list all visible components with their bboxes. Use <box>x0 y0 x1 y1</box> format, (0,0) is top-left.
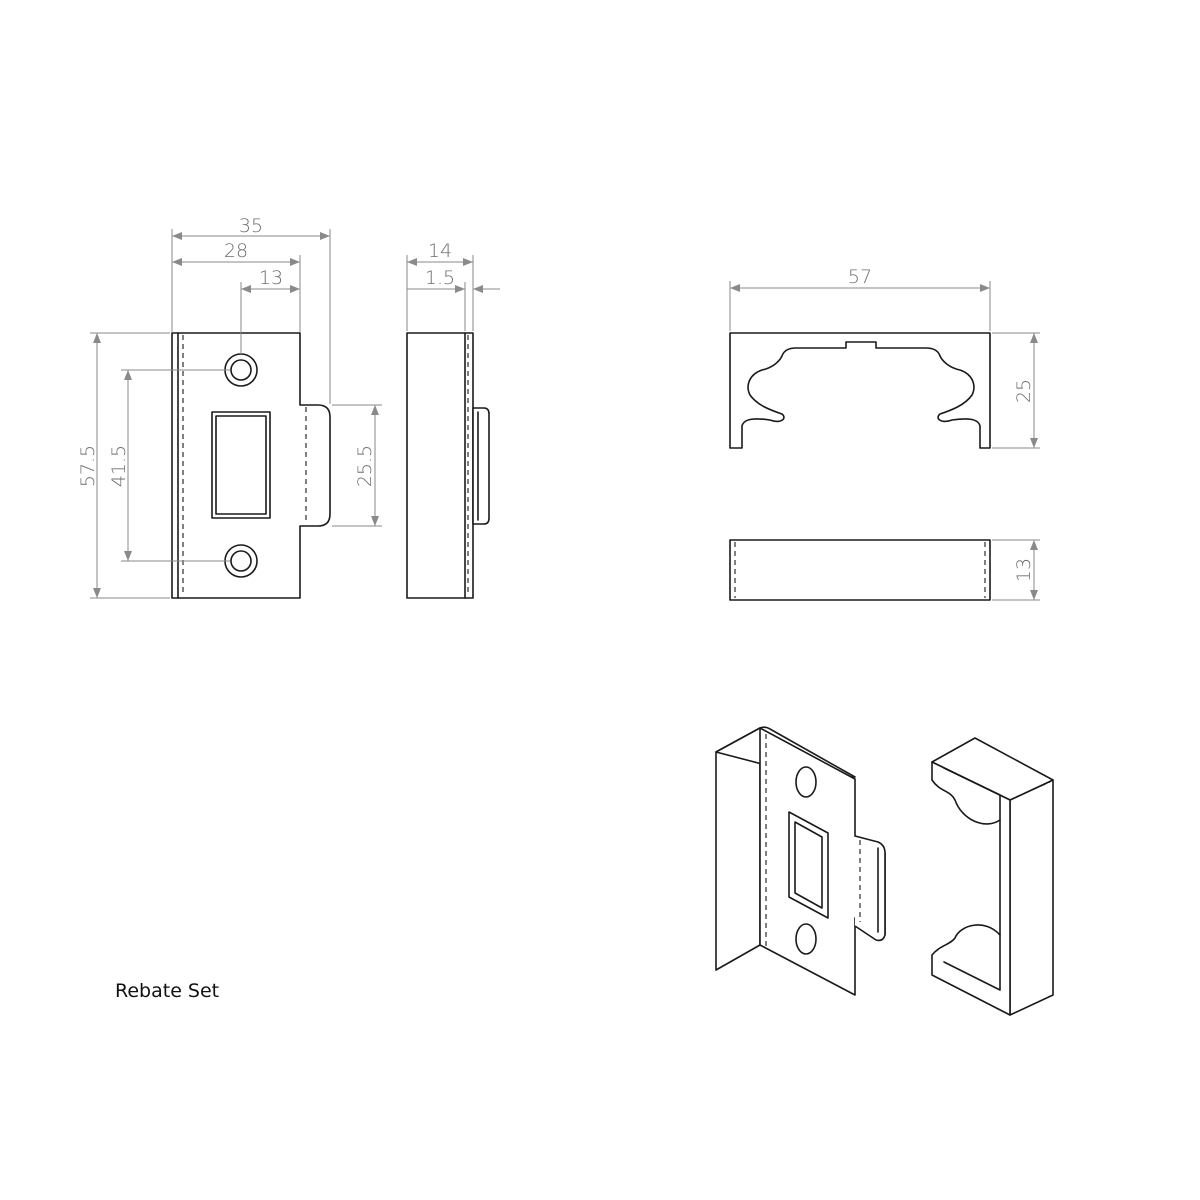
strike-plate-front-view <box>171 332 331 599</box>
dim-side-thickness: 1.5 <box>425 267 455 289</box>
strike-plate-isometric <box>715 726 886 996</box>
rebate-front-dimensions: 57 25 <box>729 266 1040 449</box>
caption: Rebate Set <box>115 980 220 1002</box>
dim-hole-offset: 13 <box>259 267 283 289</box>
dim-hole-spacing: 41.5 <box>108 445 130 487</box>
dim-side-depth: 14 <box>428 240 452 262</box>
rebate-top-dimensions: 13 <box>992 539 1040 601</box>
strike-plate-side-view <box>406 332 490 599</box>
front-view-dimensions: 35 28 13 57.5 41.5 25.5 <box>77 215 382 599</box>
dim-plate-body-width: 28 <box>224 240 248 262</box>
dim-plate-height: 57.5 <box>77 445 99 487</box>
side-view-dimensions: 14 1.5 <box>406 240 500 331</box>
rebate-front-view <box>729 332 991 449</box>
dim-plate-width: 35 <box>239 215 263 237</box>
dim-rebate-height: 25 <box>1013 379 1035 403</box>
dim-rebate-width: 57 <box>848 266 872 288</box>
rebate-isometric <box>931 737 1054 1016</box>
rebate-top-view <box>729 539 991 601</box>
dim-lip-height: 25.5 <box>354 445 376 487</box>
dim-rebate-depth: 13 <box>1013 558 1035 582</box>
